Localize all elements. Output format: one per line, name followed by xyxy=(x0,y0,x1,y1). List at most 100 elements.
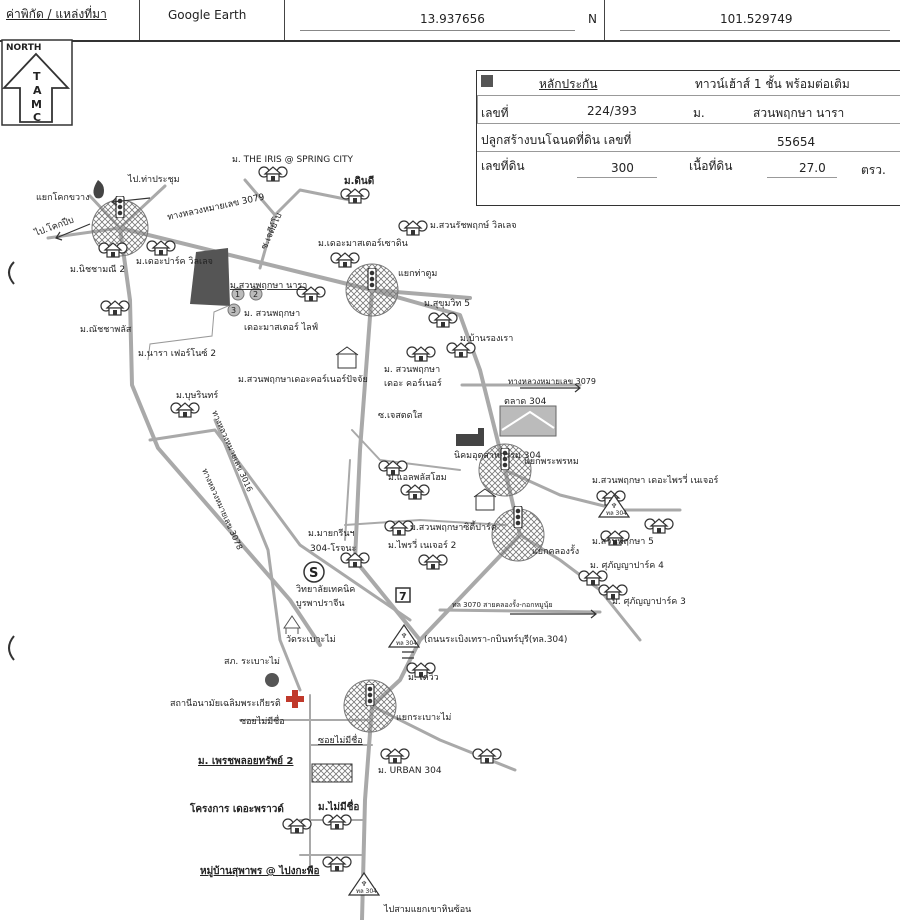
house-icon xyxy=(282,818,312,834)
map-label: ไป.ท่าประชุม xyxy=(127,174,180,185)
property-type: ทาวน์เฮ้าส์ 1 ชั้น พร้อมต่อเติม xyxy=(695,77,850,91)
road-north-branch xyxy=(243,178,352,217)
arrow-to-khokpeep xyxy=(55,223,91,241)
convenience-store-icon: 7 xyxy=(395,587,411,603)
map-label: ทางหลวงหมายเลข 3079 xyxy=(167,193,266,223)
map-label: วัดระเบาะไม่ xyxy=(286,634,336,645)
map-label: (ถนนระเบิงเทรา-กบินทร์บุรี(ทล.304) xyxy=(424,633,567,645)
collateral-info-box: หลักประกัน ทาวน์เฮ้าส์ 1 ชั้น พร้อมต่อเต… xyxy=(476,70,900,206)
house-icon xyxy=(644,518,674,534)
info-row-line xyxy=(477,95,900,96)
road-3070 xyxy=(438,608,602,614)
map-label: ม.ดินดี xyxy=(344,175,374,187)
house-icon xyxy=(398,220,428,236)
project-boundary xyxy=(147,305,229,361)
north-arrow-letter: C xyxy=(33,111,41,124)
map-label: ทางหลวงหมายเลข 3016 xyxy=(210,409,254,493)
house-no-value: 224/393 xyxy=(587,104,637,118)
traffic-light-icon xyxy=(365,684,375,706)
marker-badge xyxy=(249,287,263,301)
map-label: ม. THE IRIS @ SPRING CITY xyxy=(232,155,354,165)
traffic-light-icon xyxy=(367,268,377,290)
arrow-3079-east xyxy=(520,383,581,393)
marker-badge xyxy=(227,303,241,317)
arrow-3070 xyxy=(510,609,597,619)
map-label: 304-โรจนะ xyxy=(310,543,357,554)
house-icon xyxy=(406,346,436,362)
binder-hole-mark xyxy=(8,635,15,661)
map-label: ซ.เจสตดใส xyxy=(378,410,423,421)
map-label: แยกระเบาะไม่ xyxy=(396,712,451,723)
map-label: ทล 3070 สายคลองรั้ง-กอกหมูนุ้ย xyxy=(452,598,553,609)
market-photo-icon xyxy=(499,405,557,437)
map-label: ม.สวนพฤกษา นารา xyxy=(230,281,307,291)
longitude-value: 101.529749 xyxy=(720,12,793,26)
map-label: ซ.เจดีย์โบ xyxy=(258,210,285,251)
map-label: ม. เพรชพลอยทรัพย์ 2 xyxy=(198,755,294,767)
factory-icon xyxy=(456,428,484,446)
traffic-light-icon xyxy=(115,196,125,218)
map-label: ม.นารา เฟอร์โนซ์ 2 xyxy=(138,347,216,359)
house-icon xyxy=(428,312,458,328)
college-letter: S xyxy=(309,566,318,581)
source-value: Google Earth xyxy=(168,8,247,22)
map-label: ม.สวนรัชพฤกษ์ วิลเลจ xyxy=(430,219,517,231)
info-row-line xyxy=(477,151,900,152)
binder-hole-mark xyxy=(8,261,15,285)
source-label: ค่าพิกัด / แหล่งที่มา xyxy=(6,7,107,21)
house-icon xyxy=(340,552,370,568)
traffic-light-icon xyxy=(513,506,523,528)
map-label: ม. สวนพฤกษา xyxy=(384,365,440,375)
map-label: ม.บุษรินทร์ xyxy=(176,389,218,401)
map-label: โครงการ เดอะพราวด์ xyxy=(189,802,284,815)
north-arrow-letter: T xyxy=(33,70,41,83)
road-304-main xyxy=(353,288,422,920)
house-icon xyxy=(400,484,430,500)
map-label: แยกพระพรหม xyxy=(524,457,579,467)
map-label: แยกโคกขวาง xyxy=(36,192,89,203)
collateral-label: หลักประกัน xyxy=(539,77,598,91)
latitude-underline xyxy=(300,30,575,31)
house-icon xyxy=(146,240,176,256)
map-label: เดอะมาสเตอร์ ไลฟ์ xyxy=(244,321,318,333)
coordinate-header: ค่าพิกัด / แหล่งที่มา Google Earth 13.93… xyxy=(0,0,900,40)
subject-land-plot xyxy=(190,248,230,306)
house-no-label: เลขที่ xyxy=(481,106,509,120)
source-value-cell xyxy=(140,0,285,40)
gas-station-icon xyxy=(93,180,104,199)
collateral-square-icon xyxy=(481,75,493,87)
marker-number: 2 xyxy=(253,290,258,299)
map-label: ม.มายกรีนฯ xyxy=(308,528,355,539)
map-label: ม.ไพรวี่ เนเจอร์ 2 xyxy=(388,538,456,551)
map-label: ม.สวนพฤกษา เดอะไพรวี่ เนเจอร์ xyxy=(592,473,719,486)
info-row-line xyxy=(477,123,900,124)
road-north-branch-2 xyxy=(258,213,277,270)
road-inner-north xyxy=(351,429,461,471)
landmarks: 7 S xyxy=(93,180,557,783)
road-3078-west xyxy=(148,428,412,622)
condo-building-icon xyxy=(335,346,359,369)
map-label: เดอะ คอร์เนอร์ xyxy=(384,377,442,389)
temple-icon xyxy=(283,615,301,634)
map-label: ม.ไม่มีชื่อ xyxy=(318,799,359,813)
map-label: สภ. ระเบาะไม่ xyxy=(224,656,280,667)
marker-badge xyxy=(231,287,245,301)
direction-arrows xyxy=(55,197,597,619)
village-prefix: ม. xyxy=(693,106,705,120)
highway-shield-label: ทล 304 xyxy=(606,510,627,517)
subject-property: 1 2 3 xyxy=(147,248,263,361)
house-icon xyxy=(340,188,370,204)
marker-number: 1 xyxy=(235,290,240,299)
area-unit: ตรว. xyxy=(861,163,886,177)
map-label: วิทยาลัยเทคนิค xyxy=(296,584,355,595)
office-building-icon xyxy=(473,488,497,511)
house-icon xyxy=(380,748,410,764)
map-label: ซอยไม่มีชื่อ xyxy=(240,714,285,727)
latitude-value: 13.937656 xyxy=(420,12,485,26)
map-label: แยกท่าตูม xyxy=(398,269,437,279)
map-label: ทางหลวงหมายเลข 3079 xyxy=(508,377,596,386)
map-label: นิคมอุตสาหกรรม 304 xyxy=(454,450,541,461)
college-icon: S xyxy=(303,561,325,583)
map-label: ม.ณัชชาพลัส xyxy=(80,325,132,335)
house-icon xyxy=(472,748,502,764)
